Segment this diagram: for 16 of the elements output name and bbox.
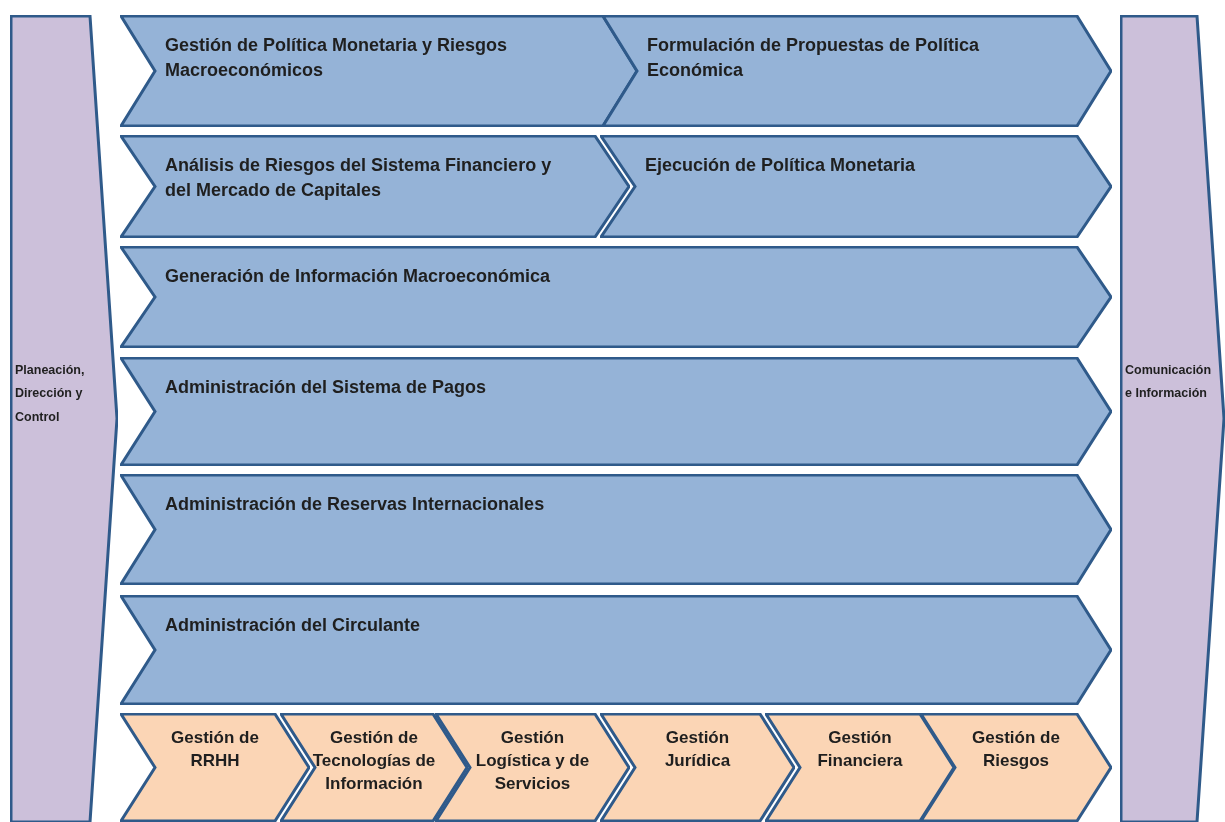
process-label: Generación de Información Macroeconómica bbox=[165, 265, 552, 288]
process-label: Gestión Logística y de Servicios bbox=[474, 727, 591, 795]
process-label: Análisis de Riesgos del Sistema Financiero y del Mercado de Capitales bbox=[165, 154, 553, 203]
process-label: Planeación, Dirección y Control bbox=[15, 361, 86, 426]
process-label: Gestión de Política Monetaria y Riesgos Macroeconómicos bbox=[165, 34, 509, 83]
process-label: Ejecución de Política Monetaria bbox=[645, 154, 917, 177]
process-label: Gestión Jurídica bbox=[663, 727, 732, 772]
process-label: Administración del Circulante bbox=[165, 614, 422, 637]
process-label: Administración del Sistema de Pagos bbox=[165, 376, 488, 399]
process-label: Administración de Reservas Internacionales bbox=[165, 493, 546, 516]
process-label: Gestión de RRHH bbox=[170, 727, 260, 772]
process-label: Gestión de Tecnologías de Información bbox=[312, 727, 436, 795]
process-label: Comunicación e Información bbox=[1125, 361, 1213, 403]
process-label: Gestión Financiera bbox=[816, 727, 904, 772]
process-label: Gestión de Riesgos bbox=[971, 727, 1061, 772]
process-label: Formulación de Propuestas de Política Económica bbox=[647, 34, 981, 83]
